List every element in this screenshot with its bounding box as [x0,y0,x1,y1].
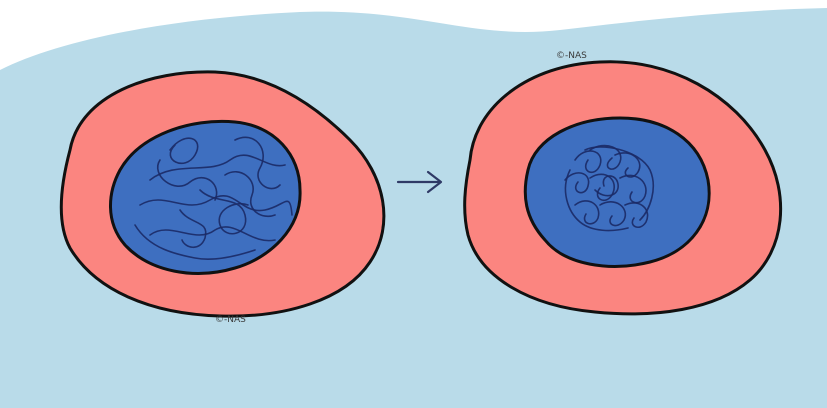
cell-after-nucleus [525,118,709,266]
signature-left: ©-NAS [215,315,246,325]
signature-right: ©-NAS [556,51,587,61]
